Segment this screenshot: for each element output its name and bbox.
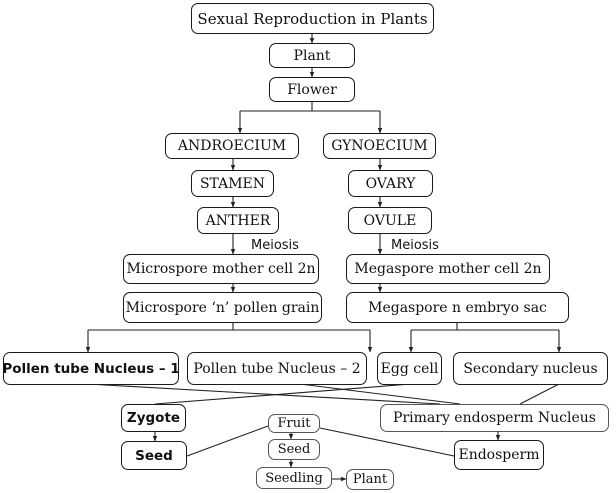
edge-seed-fruit: [186, 425, 269, 457]
node-megaspore-mother-cell: Megaspore mother cell 2n: [346, 254, 550, 284]
node-seed-center: Seed: [268, 439, 320, 460]
node-ovule: OVULE: [348, 207, 432, 234]
node-egg-cell: Egg cell: [377, 352, 442, 385]
label-meiosis-right: Meiosis: [391, 238, 439, 253]
edge-secondary-primary: [519, 383, 560, 405]
node-pollen-tube-nucleus-1: Pollen tube Nucleus – 1: [2, 352, 180, 385]
label-meiosis-left: Meiosis: [251, 238, 299, 253]
edge-nucleus2-primary: [299, 383, 461, 405]
node-microspore-mother-cell: Microspore mother cell 2n: [123, 254, 319, 284]
node-endosperm: Endosperm: [454, 440, 544, 470]
node-pollen-tube-nucleus-2: Pollen tube Nucleus – 2: [187, 352, 367, 385]
node-microspore-pollen-grain: Microspore ‘n’ pollen grain: [123, 292, 322, 323]
node-zygote: Zygote: [121, 404, 186, 432]
node-title: Sexual Reproduction in Plants: [191, 3, 434, 34]
node-plant-final: Plant: [346, 469, 394, 490]
node-stamen: STAMEN: [191, 170, 274, 197]
node-seed-left: Seed: [121, 441, 187, 470]
node-primary-endosperm-nucleus: Primary endosperm Nucleus: [380, 404, 609, 432]
node-plant: Plant: [269, 43, 355, 68]
node-ovary: OVARY: [348, 170, 433, 197]
edge-endosperm-fruit: [319, 427, 455, 457]
edge-egg-zygote: [154, 383, 412, 405]
node-anther: ANTHER: [197, 207, 279, 234]
node-gynoecium: GYNOECIUM: [323, 133, 436, 159]
node-secondary-nucleus: Secondary nucleus: [453, 352, 608, 385]
node-seedling: Seedling: [256, 467, 332, 489]
node-fruit: Fruit: [268, 414, 320, 433]
edge-nucleus1-primary: [87, 383, 441, 405]
node-megaspore-embryo-sac: Megaspore n embryo sac: [346, 292, 569, 323]
node-flower: Flower: [269, 77, 355, 102]
node-androecium: ANDROECIUM: [165, 133, 299, 159]
